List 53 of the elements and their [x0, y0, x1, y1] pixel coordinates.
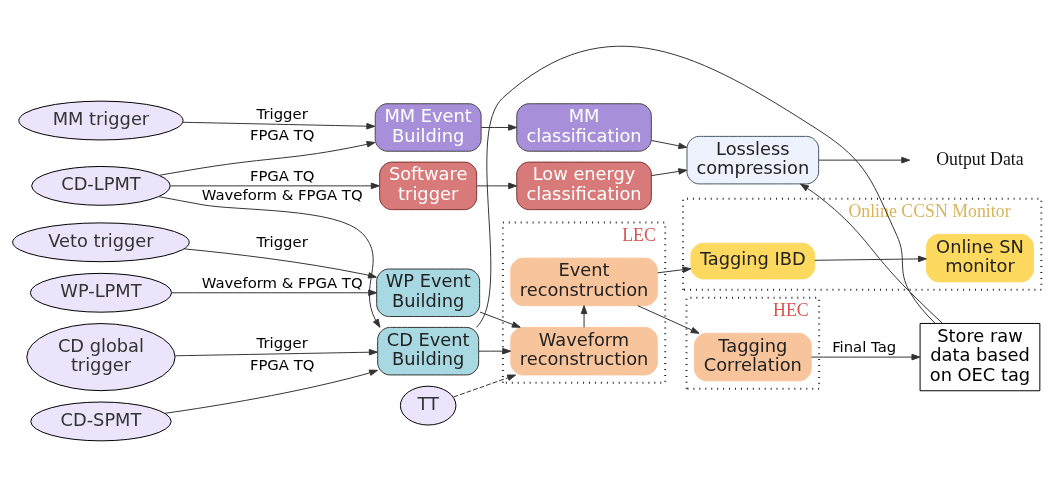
arrow	[158, 195, 381, 328]
edge-label: Final Tag	[832, 337, 897, 355]
node-ellipse: CD-LPMT	[31, 165, 171, 206]
edge-label: Trigger	[256, 232, 308, 250]
node-box: Low energy classification	[516, 161, 652, 210]
edge-label: FPGA TQ	[249, 166, 315, 184]
arrow	[480, 123, 518, 131]
arrow	[183, 247, 377, 279]
edge-label: Trigger	[256, 333, 308, 351]
node-box: Tagging Correlation	[693, 332, 812, 381]
node-ellipse: Veto trigger	[12, 221, 190, 262]
arrow	[164, 369, 379, 414]
arrow	[159, 140, 376, 176]
node-box: Online SN monitor	[926, 233, 1034, 282]
arrow	[811, 353, 921, 360]
node-box: Tagging IBD	[690, 242, 816, 279]
arrow	[171, 289, 378, 296]
node-box: Event reconstruction	[510, 257, 658, 306]
arrow	[650, 139, 688, 149]
node-box: Store raw data based on OEC tag	[919, 322, 1041, 391]
edge-label: Trigger	[256, 104, 308, 122]
arrow	[476, 182, 518, 189]
edge-label: Waveform & FPGA TQ	[201, 273, 363, 291]
node-ellipse: CD global trigger	[26, 322, 176, 391]
edge-label: Waveform & FPGA TQ	[201, 185, 363, 203]
connector	[476, 45, 936, 328]
node-box: Lossless compression	[686, 135, 820, 184]
arrow	[637, 304, 700, 334]
node-ellipse: MM trigger	[18, 100, 184, 140]
node-ellipse: TT	[399, 385, 457, 425]
arrow	[174, 348, 378, 356]
arrow	[657, 265, 692, 273]
node-ellipse: WP-LPMT	[29, 272, 173, 313]
arrow	[814, 255, 927, 262]
node-box: WP Event Building	[376, 268, 481, 317]
arrow	[453, 374, 517, 397]
node-ellipse: CD-SPMT	[30, 401, 172, 441]
edge-label: FPGA TQ	[249, 355, 315, 373]
node-box: MM Event Building	[374, 102, 482, 152]
arrow	[800, 183, 943, 324]
arrow	[818, 156, 911, 163]
arrow	[182, 121, 376, 129]
arrow	[479, 311, 521, 328]
node-box: MM classification	[516, 102, 652, 152]
node-box: CD Event Building	[377, 326, 480, 375]
arrow	[170, 182, 380, 189]
node-box: Software trigger	[379, 161, 478, 210]
edge-label: FPGA TQ	[249, 125, 315, 143]
node-box: Waveform reconstruction	[510, 326, 658, 375]
node-text: Output Data	[936, 148, 1024, 168]
arrow	[580, 304, 588, 328]
arrow	[650, 167, 688, 176]
arrow	[478, 347, 512, 354]
